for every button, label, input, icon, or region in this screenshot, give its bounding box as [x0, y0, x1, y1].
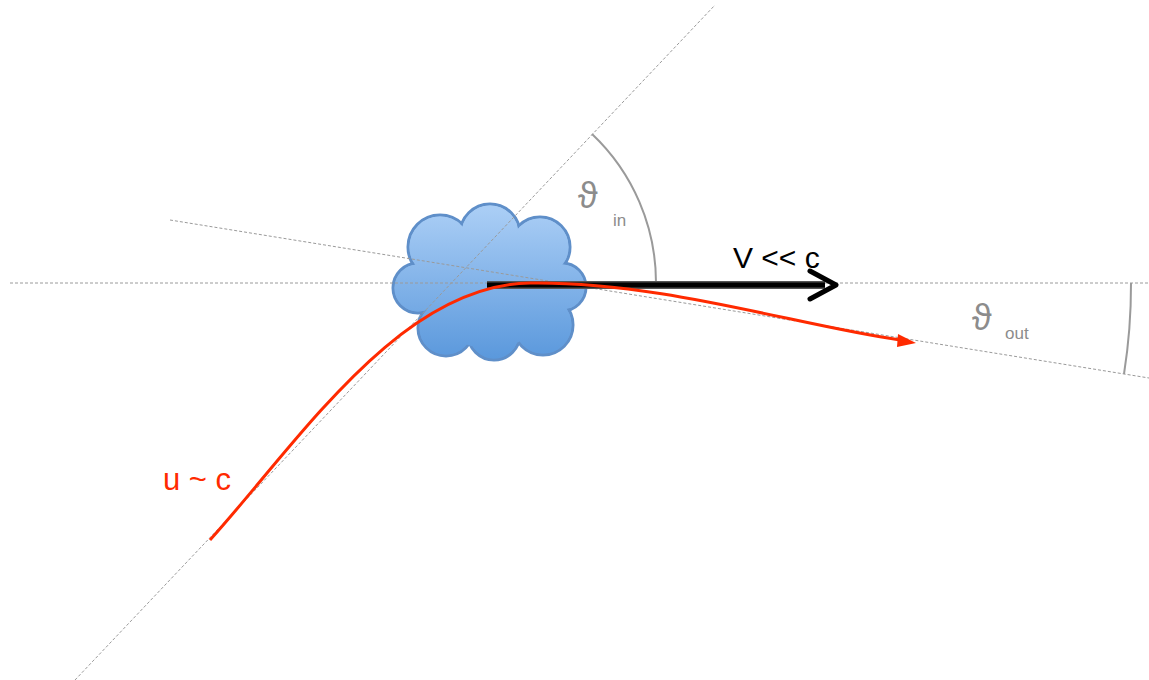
- angle-symbol: ϑ: [578, 178, 598, 214]
- velocity-label: V << c: [733, 243, 820, 273]
- particle-trajectory: [210, 283, 916, 540]
- angle-symbol: ϑ: [972, 300, 992, 336]
- angle-arcs: [592, 134, 1131, 374]
- angle-subscript: out: [1005, 325, 1029, 342]
- angle-subscript: in: [613, 212, 626, 229]
- particle-speed-label: u ~ c: [163, 464, 231, 495]
- reference-lines: [10, 5, 1149, 680]
